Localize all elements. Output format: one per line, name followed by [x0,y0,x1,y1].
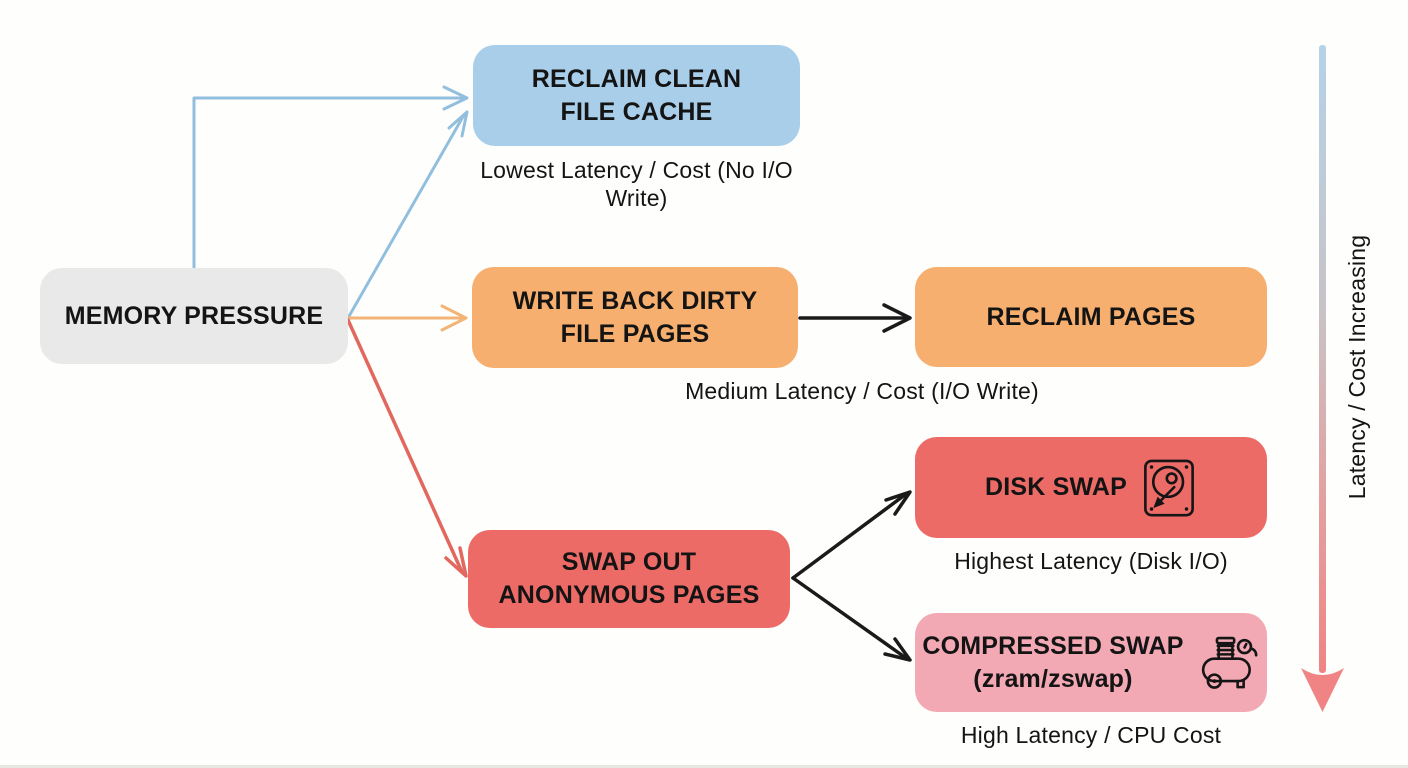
node-label-line2: ANONYMOUS PAGES [498,581,760,609]
node-label: RECLAIM PAGES [986,302,1196,331]
node-label: MEMORY PRESSURE [64,301,324,330]
node-label: COMPRESSED SWAP (zram/zswap) [922,630,1183,696]
node-label: RECLAIM CLEAN FILE CACHE [532,63,742,129]
node-reclaim-pages: RECLAIM PAGES [915,267,1267,367]
caption-line2: (No I/O Write) [605,157,793,211]
edge-memory-to-reclaim-clean-diagonal [346,113,466,320]
node-content: DISK SWAP [985,457,1197,519]
node-reclaim-clean-file-cache: RECLAIM CLEAN FILE CACHE [473,45,800,146]
arrowhead-reclaim-pages [882,303,912,333]
arrowhead-reclaim-clean-diagonal [447,110,469,138]
arrowhead-disk-swap [884,490,912,516]
edge-swap-out-to-disk-swap [791,492,908,580]
node-label-line1: COMPRESSED SWAP [922,631,1184,660]
node-content: COMPRESSED SWAP (zram/zswap) [922,630,1259,696]
node-label: WRITE BACK DIRTY FILE PAGES [513,285,758,351]
caption-compressed-swap: High Latency / CPU Cost [960,722,1222,748]
node-disk-swap: DISK SWAP [915,437,1267,538]
node-label-line1: WRITE BACK DIRTY [512,286,758,315]
node-label: SWAP OUT ANONYMOUS PAGES [499,546,760,612]
node-label-line1: SWAP OUT [561,548,697,576]
caption-write-back: Medium Latency / Cost (I/O Write) [685,378,1039,404]
node-label: DISK SWAP [984,473,1128,501]
node-label-line1: RECLAIM CLEAN [531,64,742,93]
arrowhead-write-back [440,304,468,332]
node-label-line2: (zram/zswap) [973,664,1133,693]
caption-reclaim-clean: Lowest Latency / Cost (No I/O Write) [473,156,800,212]
hard-disk-icon [1141,457,1197,519]
node-swap-out-anonymous-pages: SWAP OUT ANONYMOUS PAGES [468,530,790,628]
edge-swap-out-to-compressed-swap [791,576,908,660]
node-write-back-dirty-file-pages: WRITE BACK DIRTY FILE PAGES [472,267,798,368]
caption-line1: Lowest Latency / Cost [480,157,711,183]
edge-memory-to-swap-out [346,318,464,574]
arrowhead-reclaim-clean [442,85,469,111]
arrowhead-swap-out [444,546,468,578]
edge-memory-to-reclaim-clean-elbow [192,96,464,270]
latency-gradient-arrowhead [1301,668,1344,712]
node-memory-pressure: MEMORY PRESSURE [40,268,348,364]
node-label-line2: FILE PAGES [560,319,710,348]
arrowhead-compressed-swap [883,637,912,662]
air-compressor-icon [1198,634,1260,692]
node-compressed-swap: COMPRESSED SWAP (zram/zswap) [915,613,1267,712]
latency-gradient-bar [1319,45,1326,673]
caption-disk-swap: Highest Latency (Disk I/O) [954,548,1228,574]
bottom-edge-artifact [0,765,1408,768]
axis-label-latency-cost-increasing: Latency / Cost Increasing [1344,234,1370,500]
node-label-line2: FILE CACHE [560,97,713,126]
